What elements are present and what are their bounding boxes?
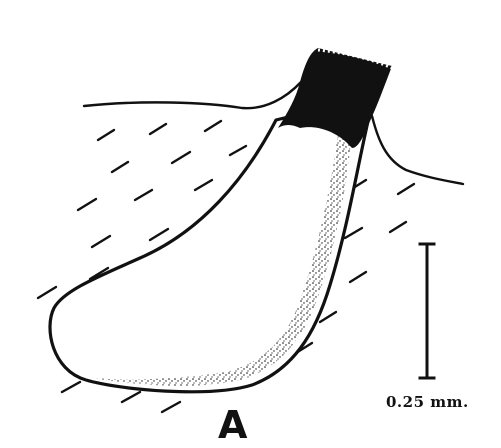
- scale-bar: [420, 244, 434, 378]
- panel-label: A: [218, 406, 247, 444]
- scale-bar-label: 0.25 mm.: [386, 393, 469, 411]
